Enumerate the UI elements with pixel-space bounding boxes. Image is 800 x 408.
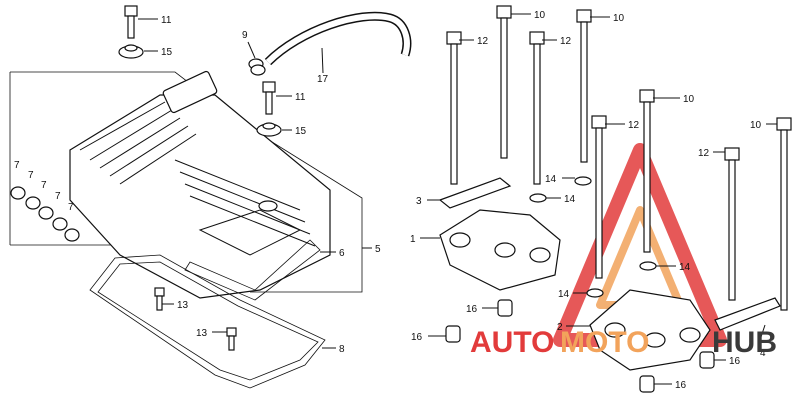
breather-hose [264,11,412,66]
washer-mid [256,122,282,137]
callout-16: 16 [675,380,687,391]
long-bolts [446,5,792,311]
callout-7: 7 [14,160,20,171]
watermark-auto: AUTO [470,326,554,359]
callout-labels: 11 15 9 17 10 10 12 12 11 15 7 7 7 7 7 1… [14,10,766,391]
callout-11: 11 [161,15,172,26]
callout-14: 14 [558,289,570,300]
inner-gasket [184,239,321,301]
callout-10: 10 [534,10,546,21]
callout-7: 7 [28,170,34,181]
watermark-hub: HUB [712,326,777,359]
callout-15: 15 [295,126,307,137]
callout-10: 10 [613,13,625,24]
hose-clip [248,58,266,76]
callout-7: 7 [68,202,74,213]
callout-10: 10 [683,94,695,105]
callout-12: 12 [698,148,710,159]
bolt-13-upper [154,287,165,311]
callout-16: 16 [466,304,478,315]
callout-5: 5 [375,244,381,255]
leader-lines [138,13,777,385]
watermark-moto: MOTO [560,326,649,359]
callout-13: 13 [196,328,208,339]
callout-11: 11 [295,92,306,103]
callout-16: 16 [729,356,741,367]
oil-guide-plate [438,177,512,209]
rocker-arm-holder-right [589,289,711,371]
callout-10: 10 [750,120,762,131]
callout-14: 14 [545,174,557,185]
callout-7: 7 [41,180,47,191]
callout-16: 16 [411,332,423,343]
callout-2: 2 [557,322,563,333]
callout-3: 3 [416,196,422,207]
bolt-mid [262,81,276,115]
callout-6: 6 [339,248,345,259]
oil-guide-plate-right [714,297,781,331]
callout-14: 14 [679,262,691,273]
cap-nuts [10,186,80,242]
callout-7: 7 [55,191,61,202]
rocker-arm-holder-left [439,209,561,291]
callout-8: 8 [339,344,345,355]
cover-gasket [89,254,326,389]
callout-12: 12 [477,36,489,47]
callout-1: 1 [410,234,416,245]
dowel-pins [445,299,715,393]
callout-4: 4 [760,348,766,359]
cylinder-head-cover-group-frame [9,71,363,293]
callout-12: 12 [628,120,640,131]
cylinder-head-cover [69,70,331,299]
washer-top [118,44,144,59]
callout-14: 14 [564,194,576,205]
callout-13: 13 [177,300,189,311]
bolt-top [124,5,138,39]
callout-15: 15 [161,47,173,58]
watermark-text: AUTO MOTO HUB [470,326,777,359]
callout-9: 9 [242,30,248,41]
callout-12: 12 [560,36,572,47]
bolt-13-lower [226,327,237,351]
callout-17: 17 [317,74,329,85]
